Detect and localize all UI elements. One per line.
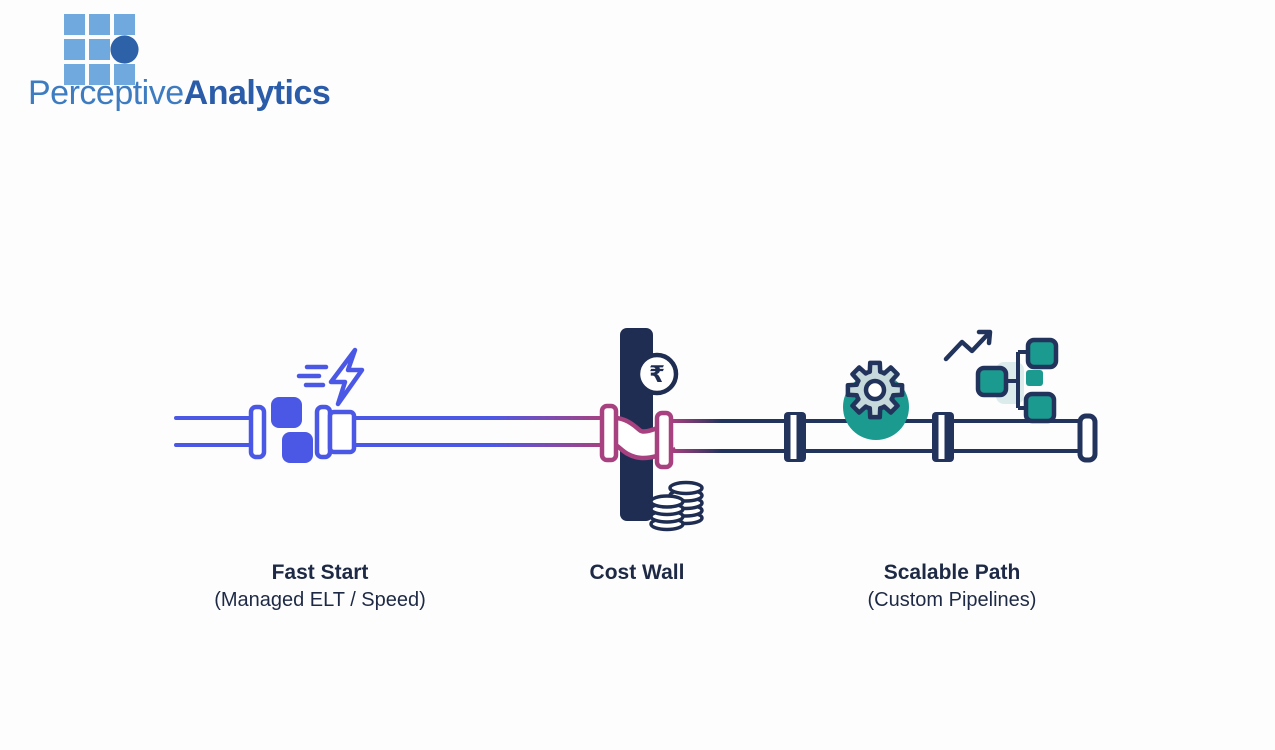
- data-block-icon: [271, 397, 302, 428]
- coin-stack-icon: [649, 480, 704, 532]
- arrow-zigzag: [943, 330, 992, 362]
- tree-node: [1025, 337, 1059, 370]
- pipe-flange-slot: [790, 415, 797, 459]
- coin: [649, 494, 685, 509]
- cost-wall-group: ₹: [599, 328, 704, 532]
- stage-title: Fast Start: [271, 561, 369, 584]
- logo-circle: [110, 35, 139, 64]
- pipe-flange-slot: [938, 415, 945, 459]
- pipe-end-cap: [1077, 413, 1098, 463]
- pipe-flange: [599, 403, 619, 463]
- logo-square: [64, 39, 85, 60]
- stage-title: Scalable Path: [883, 561, 1021, 584]
- data-block-icon: [282, 432, 313, 463]
- tree-connectors: [1005, 350, 1028, 410]
- logo-square: [64, 64, 85, 85]
- logo-square: [89, 64, 110, 85]
- pipe-flange: [654, 410, 674, 470]
- bolt-shape: [328, 347, 365, 407]
- stage-label-cost-wall: Cost Wall: [537, 560, 737, 586]
- flowchart-tree-icon: [975, 337, 1059, 424]
- brand-name-bold: Analytics: [183, 74, 331, 112]
- coin: [668, 480, 704, 496]
- gear-hole: [863, 378, 887, 402]
- logo-square: [114, 14, 135, 35]
- gear-icon: [843, 360, 909, 440]
- brand-wordmark: PerceptiveAnalytics: [28, 74, 331, 113]
- stage-subtitle: (Managed ELT / Speed): [214, 589, 426, 611]
- pipe-coupling: [327, 409, 357, 455]
- logo-square: [89, 39, 110, 60]
- tree-node: [975, 365, 1009, 398]
- rupee-coin-icon: [635, 352, 679, 396]
- pipe-flange: [248, 404, 267, 460]
- logo-square: [64, 14, 85, 35]
- lightning-bolt-icon: [296, 347, 365, 407]
- brand-logo-mark: [64, 14, 139, 85]
- stage-label-fast-start: Fast Start (Managed ELT / Speed): [170, 560, 470, 614]
- logo-square: [89, 14, 110, 35]
- tree-node-small: [1026, 370, 1043, 386]
- brand-name-regular: Perceptive: [28, 74, 184, 112]
- arrow-head: [976, 329, 993, 346]
- growth-arrow-icon: [943, 329, 993, 362]
- logo-square: [114, 64, 135, 85]
- stage-title: Cost Wall: [589, 561, 685, 584]
- brand-logo: PerceptiveAnalytics: [28, 0, 358, 120]
- fast-start-pipeline: [174, 397, 606, 463]
- tree-node: [1023, 391, 1057, 424]
- stage-label-scalable-path: Scalable Path (Custom Pipelines): [802, 560, 1102, 614]
- stage-subtitle: (Custom Pipelines): [867, 589, 1037, 611]
- rupee-symbol: ₹: [649, 362, 665, 388]
